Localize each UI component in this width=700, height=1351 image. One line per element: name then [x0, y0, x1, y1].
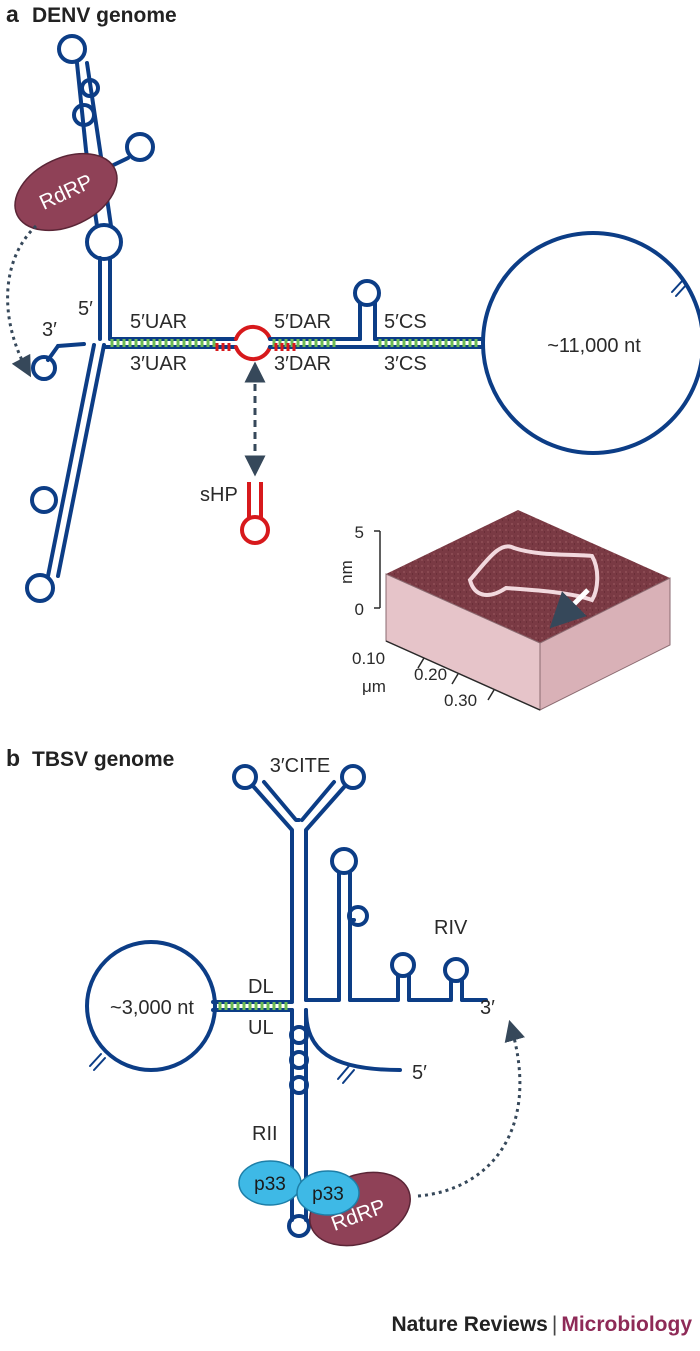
credit-separator: | — [551, 1313, 558, 1336]
denv-lower-bulge — [30, 486, 58, 514]
denv-shp-label: sHP — [200, 484, 238, 506]
denv-upper-bulge-2 — [80, 78, 100, 98]
tbsv-p33-b-label: p33 — [312, 1184, 344, 1205]
denv-top-hairpin-loop — [57, 34, 87, 64]
credit-publisher: Nature Reviews — [391, 1313, 548, 1336]
journal-credit: Nature Reviews|Microbiology — [391, 1313, 692, 1337]
denv-side-hairpin-loop — [125, 132, 155, 162]
denv-shp-hairpin — [240, 482, 270, 545]
denv-internal-loop — [85, 223, 123, 261]
tbsv-rii-label: RII — [252, 1123, 278, 1145]
afm-side-right — [539, 577, 671, 711]
denv-3cs-label: 3′CS — [384, 353, 427, 375]
denv-upper-bulge — [72, 103, 96, 127]
denv-lower-stem-left — [46, 343, 96, 578]
panel-a-letter: a — [6, 1, 19, 27]
afm-z-tick-5: 5 — [355, 523, 364, 542]
tbsv-base-pairs — [218, 1002, 288, 1010]
denv-upper-hairpin-loop — [353, 279, 381, 307]
credit-journal: Microbiology — [561, 1313, 692, 1336]
denv-rdrp: RdRP — [14, 152, 118, 232]
tbsv-p33-a-label: p33 — [254, 1174, 286, 1195]
denv-base-pairs — [110, 339, 478, 347]
denv-5cs-label: 5′CS — [384, 311, 427, 333]
afm-surface — [386, 510, 670, 643]
tbsv-3prime-label: 3′ — [480, 997, 495, 1019]
panel-b-letter: b — [6, 745, 20, 771]
panel-b-title: TBSV genome — [32, 748, 174, 771]
denv-central-bulge-bottom — [234, 345, 272, 362]
denv-3prime-small-loop — [31, 355, 57, 381]
denv-3uar-label: 3′UAR — [130, 353, 187, 375]
tbsv-p33-a: p33 — [238, 1160, 302, 1206]
tbsv-circle-label: ~3,000 nt — [110, 997, 194, 1019]
tbsv-ul-label: UL — [248, 1017, 274, 1039]
denv-rna-structure — [25, 34, 700, 603]
denv-central-bulge-top — [234, 324, 272, 341]
afm-white-arrow — [549, 588, 590, 629]
denv-circle-label: ~11,000 nt — [547, 335, 641, 357]
afm-xy-tick-3: 0.30 — [444, 691, 477, 710]
afm-z-unit: nm — [337, 560, 356, 584]
tbsv-dl-label: DL — [248, 976, 274, 998]
denv-3dar-label: 3′DAR — [274, 353, 331, 375]
denv-3prime-label: 3′ — [42, 319, 57, 341]
afm-inset: 5 0 nm 0.10 0.20 0.30 μm — [337, 510, 671, 711]
tbsv-5prime-label: 5′ — [412, 1062, 427, 1084]
tbsv-3cite-label: 3′CITE — [270, 755, 330, 777]
denv-shp-pairs — [215, 343, 296, 351]
denv-5uar-label: 5′UAR — [130, 311, 187, 333]
afm-rna-loop — [467, 544, 600, 603]
denv-rdrp-arrow — [6, 224, 38, 378]
denv-lower-stem-right — [56, 343, 106, 578]
denv-genome-circle — [481, 231, 700, 455]
afm-xy-tick-2: 0.20 — [414, 665, 447, 684]
denv-3prime-tail — [56, 342, 86, 348]
tbsv-rdrp-arrow — [417, 1019, 525, 1198]
tbsv-p33-b: p33 — [296, 1170, 360, 1216]
denv-5prime-label: 5′ — [78, 298, 93, 320]
tbsv-riv-label: RIV — [434, 917, 468, 939]
afm-xy-unit: μm — [362, 677, 386, 696]
panel-a-title: DENV genome — [32, 4, 177, 27]
denv-5dar-label: 5′DAR — [274, 311, 331, 333]
afm-z-tick-0: 0 — [355, 600, 364, 619]
afm-xy-tick-1: 0.10 — [352, 649, 385, 668]
denv-bottom-hairpin-loop — [25, 573, 55, 603]
